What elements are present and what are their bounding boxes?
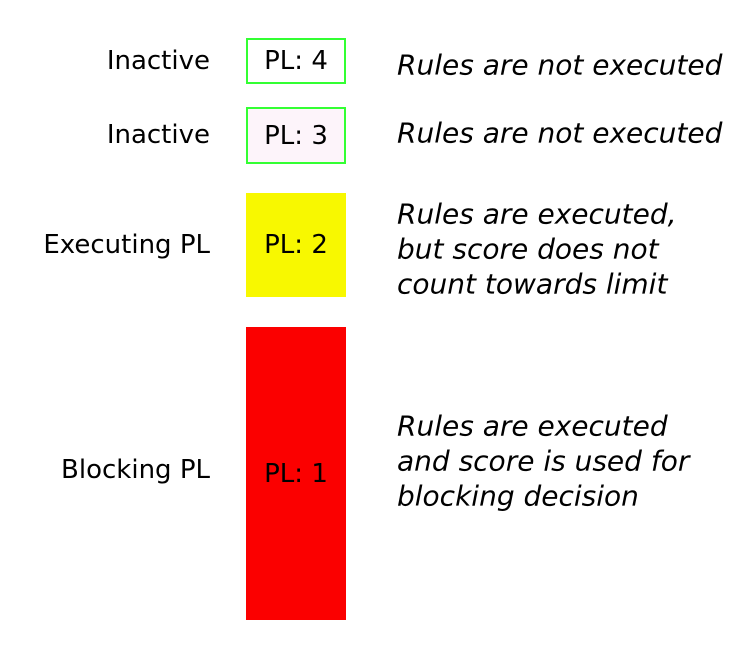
pl2-box-text: PL: 2: [264, 230, 328, 260]
description-pl3: Rules are not executed: [397, 116, 723, 150]
label-blocking-pl: Blocking PL: [61, 455, 210, 485]
pl3-box: PL: 3: [246, 107, 346, 164]
pl2-box: PL: 2: [246, 193, 346, 297]
description-pl4: Rules are not executed: [397, 48, 723, 82]
pl4-box-text: PL: 4: [264, 46, 328, 76]
label-inactive-pl3: Inactive: [106, 120, 210, 150]
pl1-box-text: PL: 1: [264, 458, 328, 489]
pl4-box: PL: 4: [246, 38, 346, 84]
label-inactive-pl4: Inactive: [106, 46, 210, 76]
label-executing-pl: Executing PL: [43, 230, 210, 260]
pl3-box-text: PL: 3: [264, 120, 328, 151]
description-pl1: Rules are executed and score is used for…: [397, 409, 690, 513]
pl1-box: PL: 1: [246, 327, 346, 620]
description-pl2: Rules are executed, but score does not c…: [397, 197, 677, 301]
